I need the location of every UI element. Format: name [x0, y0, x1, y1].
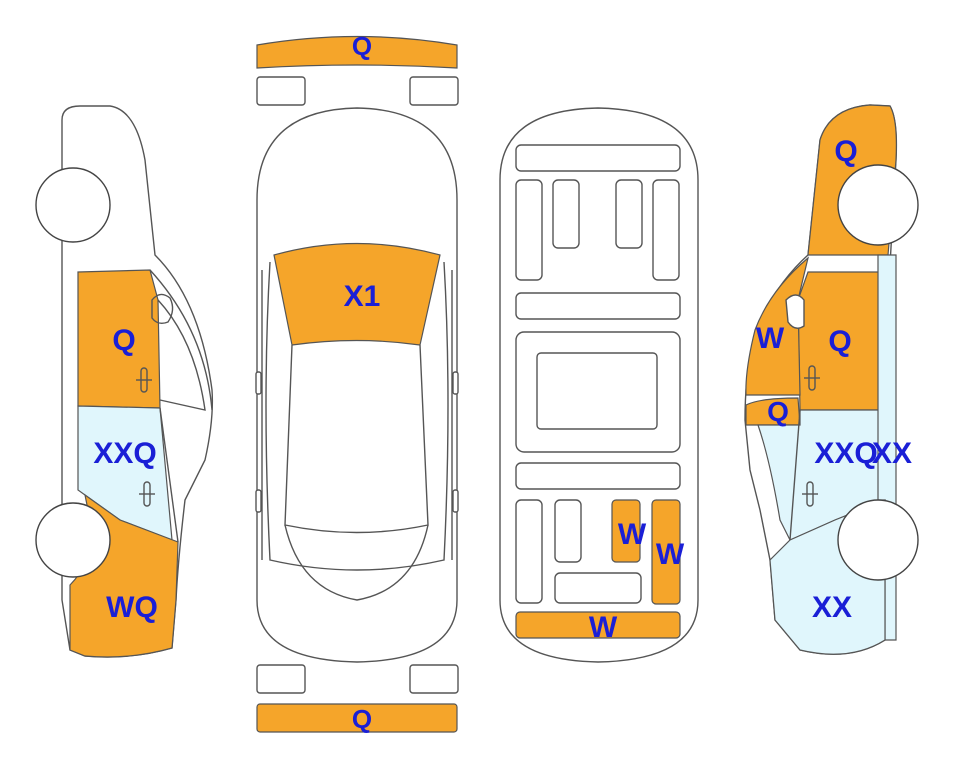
under-panel-orange-right [651, 499, 681, 605]
left-front-wheel [35, 167, 111, 243]
top-body-outline [256, 107, 458, 663]
label-front-bumper: Q [352, 31, 372, 61]
under-rear-bar [515, 611, 681, 639]
windshield-panel [273, 242, 441, 346]
top-rear-window [284, 524, 429, 601]
under-panel-3 [552, 179, 580, 249]
left-rear-wheel [35, 502, 111, 578]
left-window-line-inner [157, 299, 206, 411]
under-panel-2 [515, 179, 543, 281]
label-left-front-door: Q [112, 324, 135, 357]
front-bumper-panel [256, 35, 458, 69]
right-side-view [744, 104, 919, 655]
label-right-rear-door: XXQ [814, 437, 877, 470]
right-a-pillar-panel [745, 256, 810, 396]
label-windshield: X1 [344, 280, 381, 313]
under-panel-5 [652, 179, 680, 281]
top-mirror-left [255, 371, 262, 395]
label-right-a-pillar: W [756, 322, 785, 355]
label-right-front-door: Q [828, 325, 851, 358]
left-window-line [149, 269, 213, 411]
right-door-split [789, 409, 801, 541]
left-front-door-panel [77, 269, 161, 409]
underbody-view [499, 107, 699, 663]
right-front-wheel [837, 164, 919, 246]
right-mirror-glass [785, 294, 805, 329]
top-cabin-outline [265, 261, 449, 571]
under-panel-4 [615, 179, 643, 249]
under-panel-1 [515, 144, 681, 172]
label-rear-bumper: Q [352, 704, 372, 734]
front-headlight-left [256, 76, 306, 106]
under-panel-11 [554, 499, 582, 563]
damage-labels: Q X1 Q Q XXQ WQ Q W Q Q XXQ XX XX W W W [93, 31, 912, 734]
label-right-rear-edge: XX [872, 437, 912, 470]
right-rear-wheel [837, 499, 919, 581]
under-panel-8 [536, 352, 658, 430]
label-right-front-fender: Q [834, 135, 857, 168]
label-under-rear-bar: W [589, 611, 618, 644]
left-side-view [35, 105, 214, 658]
top-handle-left [255, 489, 262, 513]
under-panel-10 [515, 499, 543, 604]
top-mirror-right [452, 371, 459, 395]
left-mirror [151, 293, 174, 325]
left-door-split [159, 407, 179, 543]
rear-bumper-panel [256, 703, 458, 733]
rear-light-left [256, 664, 306, 694]
under-panel-12 [554, 572, 642, 604]
label-under-panel-right: W [656, 538, 685, 571]
top-view [255, 35, 459, 733]
label-right-rear-quarter: XX [812, 591, 852, 624]
rear-light-right [409, 664, 459, 694]
under-panel-6 [515, 292, 681, 320]
under-panel-9 [515, 462, 681, 490]
top-handle-right [452, 489, 459, 513]
label-left-rear-quarter: WQ [106, 591, 158, 624]
label-right-mirror: Q [767, 396, 789, 427]
under-panel-orange-left [611, 499, 641, 563]
label-under-panel-left: W [618, 518, 647, 551]
label-left-rear-door: XXQ [93, 437, 156, 470]
front-headlight-right [409, 76, 459, 106]
top-roof-outline [284, 344, 429, 534]
